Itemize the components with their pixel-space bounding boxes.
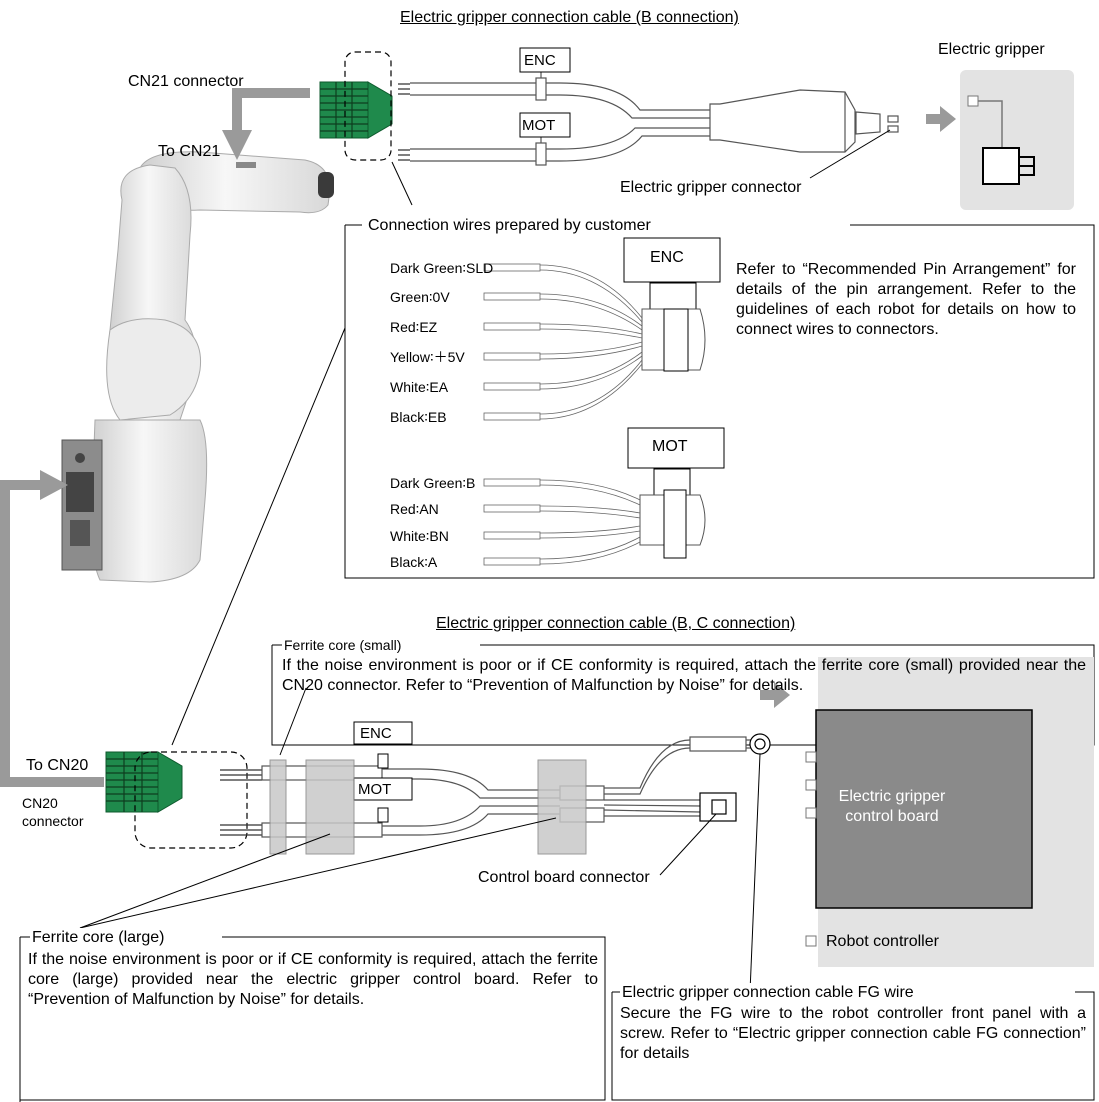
electric-gripper-label: Electric gripper (938, 41, 1045, 58)
customer-wires-frame (344, 224, 1095, 579)
mot-wire-connector (627, 427, 725, 559)
enc-wire-2: Green∶0V (390, 289, 450, 305)
mot-wire-2: Red∶AN (390, 501, 439, 517)
enc-tag-bottom: ENC (360, 725, 392, 742)
cn21-connector-label: CN21 connector (128, 73, 244, 90)
enc-wires (483, 263, 643, 421)
gripper-control-board-label-2: control board (845, 808, 939, 825)
mot-wire-4: Black∶A (390, 554, 438, 570)
title-bc-connection: Electric gripper connection cable (B, C … (436, 615, 796, 632)
title-b-connection: Electric gripper connection cable (B con… (400, 9, 739, 26)
cn20-connector-label-1: CN20 (22, 795, 58, 811)
fg-wire-title: Electric gripper connection cable FG wir… (620, 983, 916, 1002)
enc-wire-6: Black∶EB (390, 409, 447, 425)
enc-tag-top: ENC (524, 52, 556, 69)
ferrite-small-text: If the noise environment is poor or if C… (282, 657, 1086, 694)
gripper-control-board-label-1: Electric gripper (838, 788, 946, 805)
electric-gripper-graphic (960, 70, 1074, 210)
mot-wire-3: White∶BN (390, 528, 449, 544)
mot-connector-label: MOT (652, 438, 688, 455)
enc-wire-3: Red∶EZ (390, 319, 438, 335)
ferrite-cores (269, 759, 587, 855)
control-board-connector-label: Control board connector (478, 869, 650, 886)
fg-wire-text: Secure the FG wire to the robot controll… (620, 1005, 1086, 1062)
customer-wires-note: Refer to “Recommended Pin Arrangement” f… (736, 261, 1076, 338)
mot-wires (483, 478, 641, 566)
fg-wire-frame (611, 991, 1095, 1101)
bottom-cable (220, 733, 771, 838)
robot-arm-illustration (61, 151, 334, 583)
route-arrows (0, 88, 956, 787)
enc-wire-4: Yellow∶＋5V (390, 349, 465, 365)
ferrite-small-title: Ferrite core (small) (282, 636, 404, 655)
cn20-connector-graphic (105, 751, 248, 849)
enc-wire-connector (623, 237, 721, 372)
to-cn20-label: To CN20 (26, 757, 89, 774)
cn20-connector-label-2: connector (22, 813, 84, 829)
enc-wire-1: Dark Green∶SLD (390, 260, 494, 276)
ferrite-large-title: Ferrite core (large) (30, 928, 167, 947)
top-cable (398, 72, 899, 166)
top-tag-boxes (519, 47, 571, 138)
robot-controller-label: Robot controller (826, 933, 939, 950)
robot-controller-graphic (805, 657, 1094, 967)
bottom-leaders (79, 687, 761, 993)
mot-tag-top: MOT (522, 117, 556, 134)
mot-tag-bottom: MOT (358, 781, 392, 798)
to-cn21-label: To CN21 (158, 143, 221, 160)
customer-wires-title: Connection wires prepared by customer (366, 216, 653, 235)
cn21-connector-graphic (319, 51, 393, 161)
mot-wire-1: Dark Green∶B (390, 475, 476, 491)
enc-wire-5: White∶EA (390, 379, 449, 395)
electric-gripper-connector-label: Electric gripper connector (620, 179, 802, 196)
enc-connector-label: ENC (650, 249, 684, 266)
ferrite-large-text: If the noise environment is poor or if C… (28, 951, 598, 1008)
